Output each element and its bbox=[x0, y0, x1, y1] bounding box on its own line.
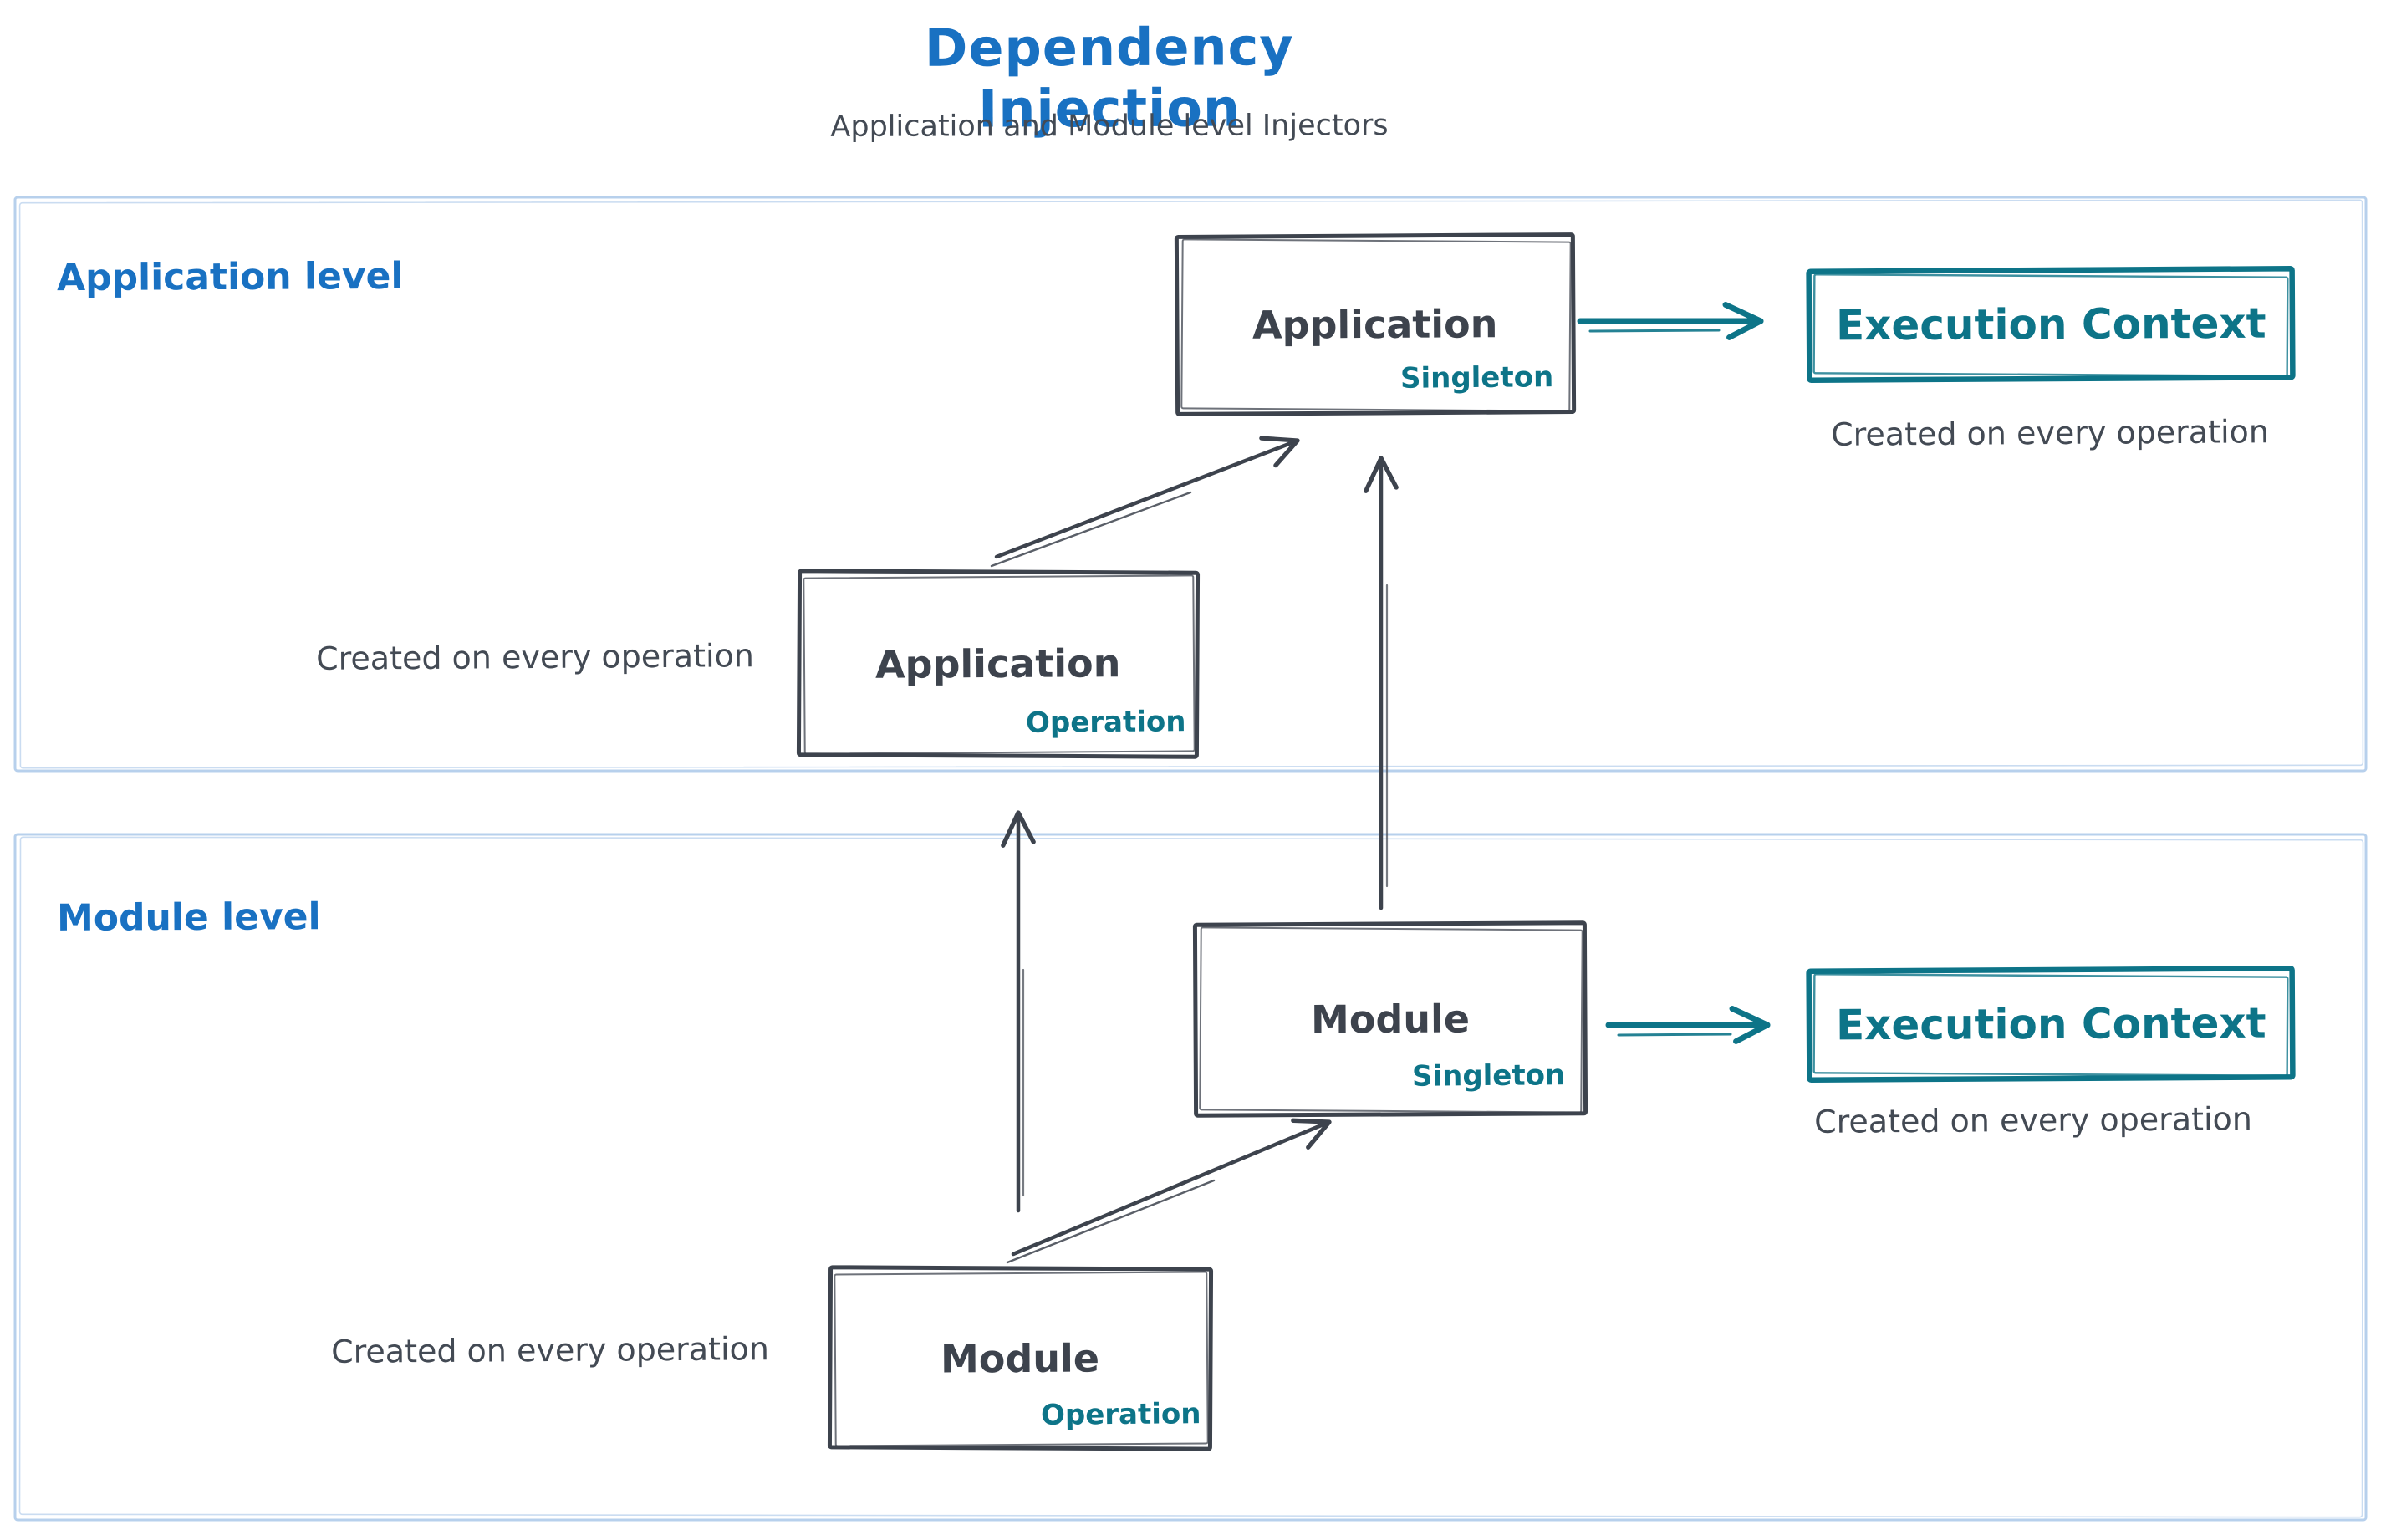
application-execution-context-node: Execution Context bbox=[1809, 270, 2292, 379]
module-operation-title: Module bbox=[941, 1335, 1100, 1381]
diagram-subtitle: Application and Module level Injectors bbox=[830, 109, 1389, 144]
application-operation-node: Application Operation bbox=[799, 572, 1197, 756]
module-operation-box-border bbox=[827, 1265, 1214, 1451]
module-operation-scope-badge: Operation bbox=[1040, 1397, 1201, 1432]
module-operation-node: Module Operation bbox=[830, 1268, 1211, 1448]
application-execution-context-label: Execution Context bbox=[1835, 298, 2266, 350]
arrow-module-singleton-to-execution-context bbox=[1605, 1006, 1771, 1044]
application-singleton-node: Application Singleton bbox=[1177, 236, 1573, 413]
application-level-label: Application level bbox=[56, 254, 404, 300]
module-singleton-node: Module Singleton bbox=[1196, 924, 1585, 1114]
module-execution-context-box-border bbox=[1806, 965, 2296, 1084]
application-execution-context-caption: Created on every operation bbox=[1830, 413, 2270, 453]
application-level-section-frame bbox=[13, 196, 2368, 773]
application-operation-box-border bbox=[796, 569, 1201, 759]
module-singleton-box-border bbox=[1192, 920, 1588, 1118]
module-execution-context-caption: Created on every operation bbox=[1813, 1100, 2253, 1140]
application-operation-scope-badge: Operation bbox=[1025, 705, 1186, 740]
application-singleton-scope-badge: Singleton bbox=[1399, 360, 1554, 395]
module-operation-caption: Created on every operation bbox=[330, 1330, 770, 1370]
application-execution-context-box-border bbox=[1806, 265, 2296, 384]
module-singleton-title: Module bbox=[1310, 996, 1471, 1043]
arrow-app-singleton-to-execution-context bbox=[1577, 302, 1764, 340]
arrow-module-operation-to-app-operation bbox=[1001, 810, 1036, 1213]
application-singleton-title: Application bbox=[1252, 301, 1498, 348]
application-operation-caption: Created on every operation bbox=[315, 637, 755, 677]
arrow-module-singleton-to-app-singleton bbox=[1364, 456, 1399, 910]
module-singleton-scope-badge: Singleton bbox=[1411, 1058, 1566, 1094]
module-execution-context-node: Execution Context bbox=[1809, 970, 2292, 1079]
arrow-app-operation-to-app-singleton bbox=[990, 436, 1300, 568]
module-level-label: Module level bbox=[56, 895, 321, 940]
application-singleton-box-border bbox=[1174, 232, 1577, 416]
module-level-section-frame bbox=[13, 833, 2368, 1522]
module-execution-context-label: Execution Context bbox=[1835, 998, 2266, 1050]
application-operation-title: Application bbox=[875, 640, 1121, 687]
arrow-module-operation-to-module-singleton bbox=[1006, 1118, 1332, 1264]
